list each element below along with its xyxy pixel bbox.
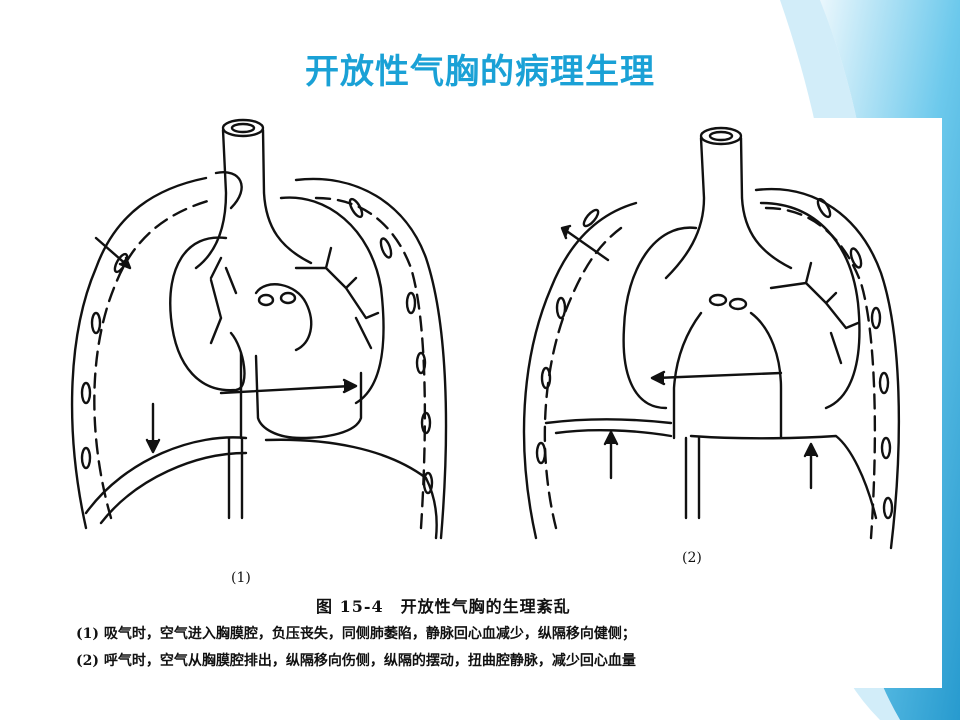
diagram-panel-2 (522, 126, 901, 550)
diagram-panel-1 (70, 118, 448, 540)
panel-label-2: (2) (682, 550, 702, 566)
panel-label-1: (1) (231, 570, 251, 586)
figure-caption-line-2: (2) 呼气时，空气从胸膜腔排出，纵隔移向伤侧，纵隔的摆动，扭曲腔静脉，减少回心… (76, 653, 636, 669)
lung-diagram (70, 118, 901, 550)
figure-caption-line-1: (1) 吸气时，空气进入胸膜腔，负压丧失，同侧肺萎陷，静脉回心血减少，纵隔移向健… (76, 626, 636, 642)
figure-caption-title: 图 15-4 开放性气胸的生理紊乱 (316, 597, 571, 616)
slide-title: 开放性气胸的病理生理 (305, 52, 655, 92)
figure-panel: (1) (2) 图 15-4 开放性气胸的生理紊乱 (1) 吸气时，空气进入胸膜… (26, 118, 942, 688)
